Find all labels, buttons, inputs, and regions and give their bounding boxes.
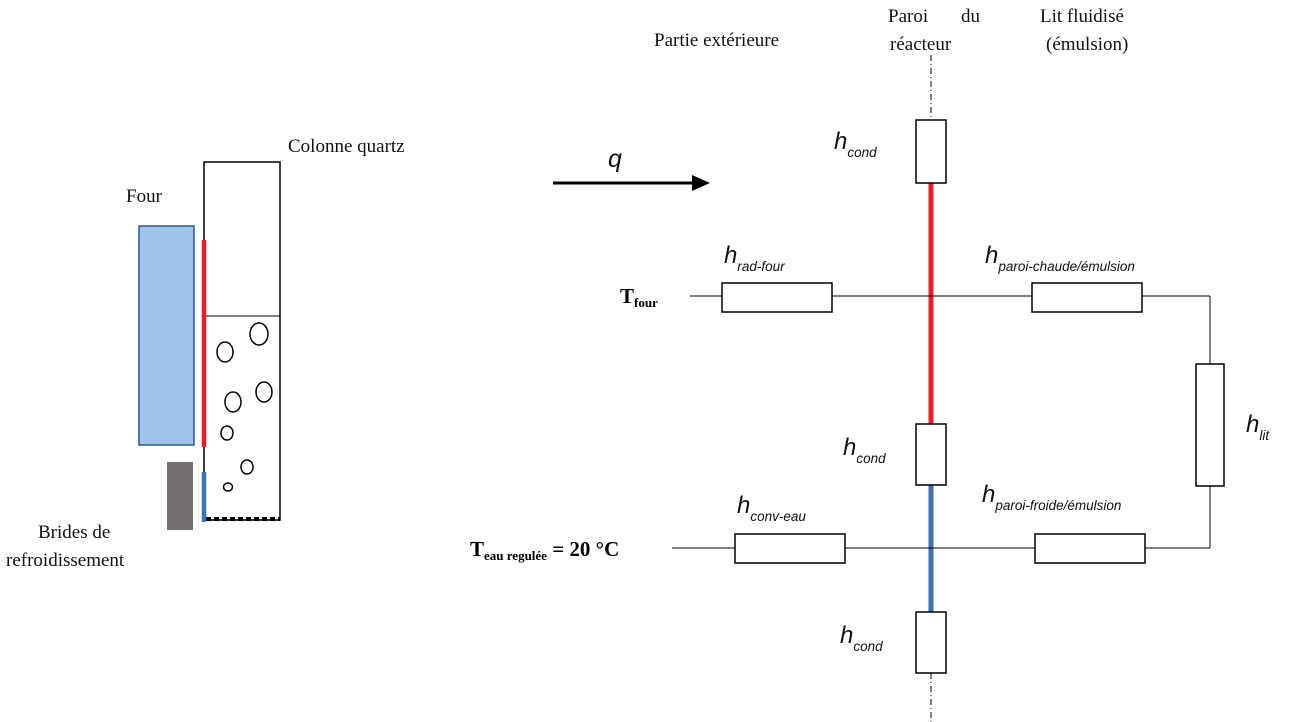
resistor-hconv-eau [734,533,846,564]
bubble [220,425,234,441]
h-subscript: rad-four [737,259,785,274]
bubble [249,322,269,346]
label-hlit: hlit [1246,411,1270,443]
h-subscript: cond [853,639,883,654]
h-subscript: cond [847,145,877,160]
label-hcond-top: hcond [834,128,877,160]
resistor-hrad-four [721,282,833,313]
h-symbol: h [834,128,847,155]
bubble [255,381,273,403]
h-symbol: h [737,492,750,519]
resistor-hcond-bottom [915,611,947,674]
bubble [222,482,234,492]
header-partie-exterieure: Partie extérieure [654,30,779,51]
header-paroi: Paroi [888,6,928,27]
furnace-block [138,225,195,446]
label-hconv-eau: hconv-eau [737,492,806,524]
bubble [216,341,234,363]
heat-flux-arrowhead [692,175,710,191]
h-symbol: h [843,434,856,461]
tfour-label: Tfour [620,284,658,310]
teau-value: = 20 °C [547,537,619,561]
teau-label: Teau regulée = 20 °C [470,537,619,563]
label-hparoi-froide: hparoi-froide/émulsion [982,481,1121,513]
header-lit-fluidise: Lit fluidisé [1040,6,1124,27]
resistor-hparoi-froide [1034,533,1146,564]
header-reacteur: réacteur [890,34,952,55]
four-label: Four [126,186,163,207]
cooling-flange [167,462,193,530]
label-hcond-mid: hcond [843,434,886,466]
h-subscript: cond [856,451,886,466]
teau-main: T [470,537,484,561]
label-hrad-four: hrad-four [724,242,785,274]
brides-label-line1: Brides de [38,522,110,543]
h-symbol: h [724,242,737,269]
resistor-hcond-top [915,119,947,184]
resistor-hcond-mid [915,423,947,486]
h-subscript: lit [1259,428,1270,443]
h-symbol: h [982,481,995,508]
quartz-column [203,161,281,521]
h-symbol: h [840,622,853,649]
heat-flux-label: q [608,145,622,173]
h-symbol: h [985,242,998,269]
tfour-main: T [620,284,634,308]
h-subscript: paroi-froide/émulsion [994,498,1121,513]
label-hcond-bottom: hcond [840,622,883,654]
tfour-sub: four [634,295,658,310]
h-subscript: paroi-chaude/émulsion [997,259,1135,274]
bubble [224,391,242,413]
h-subscript: conv-eau [750,509,806,524]
h-symbol: h [1246,411,1259,438]
resistor-hlit [1195,363,1225,487]
label-hparoi-chaude: hparoi-chaude/émulsion [985,242,1135,274]
colonne-quartz-label: Colonne quartz [288,136,405,157]
bubble [240,459,254,475]
resistor-hparoi-chaude [1031,282,1143,313]
teau-sub: eau regulée [484,548,547,563]
brides-label-line2: refroidissement [6,550,125,571]
header-emulsion: (émulsion) [1046,34,1128,55]
header-paroi-du: du [961,6,981,27]
